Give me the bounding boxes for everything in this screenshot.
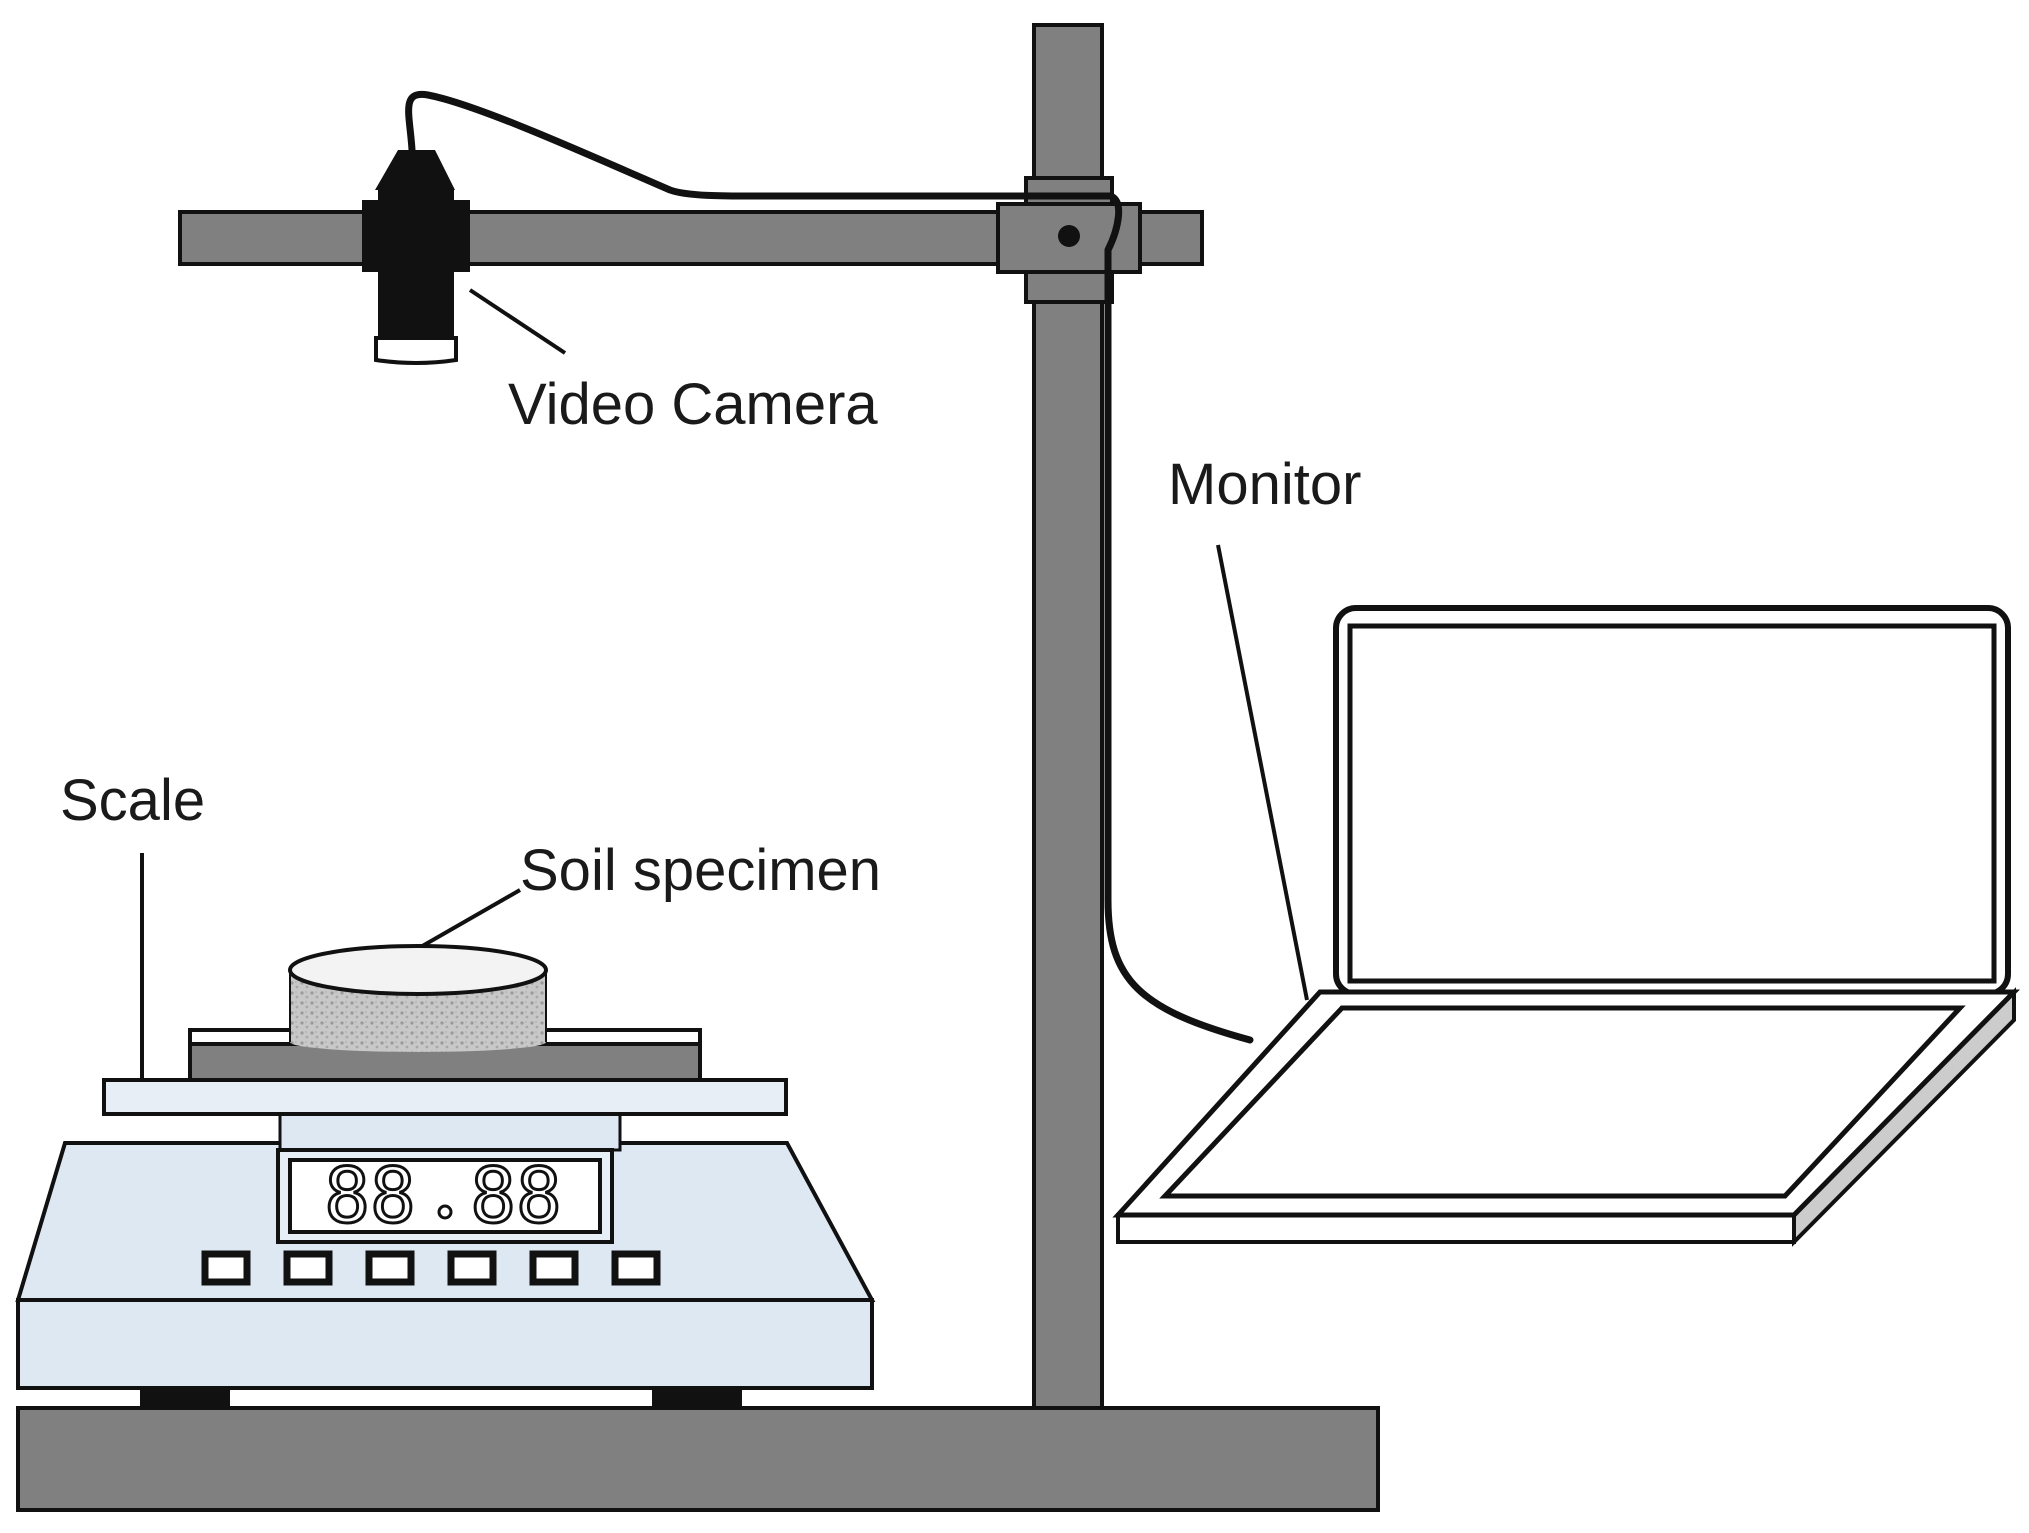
scale-button — [365, 1250, 415, 1286]
monitor-label: Monitor — [1168, 452, 1362, 517]
soil-specimen-label: Soil specimen — [520, 838, 882, 903]
digital-scale-icon: 88 88 — [15, 1028, 876, 1409]
laptop-monitor-icon — [1112, 605, 2020, 1247]
scale-button-row — [201, 1250, 661, 1286]
scale-label: Scale — [60, 768, 206, 833]
leader-monitor — [1216, 544, 1309, 1001]
scale-readout-point — [437, 1204, 453, 1220]
video-camera-icon — [362, 150, 470, 365]
stand-base — [16, 1406, 1380, 1512]
scale-button — [529, 1250, 579, 1286]
scale-button — [447, 1250, 497, 1286]
video-camera-label: Video Camera — [508, 372, 878, 437]
scale-readout-right: 88 — [470, 1151, 562, 1240]
scale-button — [611, 1250, 661, 1286]
camera-cable — [405, 90, 1254, 1044]
scale-readout-left: 88 — [324, 1151, 416, 1240]
leader-camera — [468, 288, 567, 355]
soil-specimen — [288, 944, 548, 1052]
scale-button — [283, 1250, 333, 1286]
scale-button — [201, 1250, 251, 1286]
